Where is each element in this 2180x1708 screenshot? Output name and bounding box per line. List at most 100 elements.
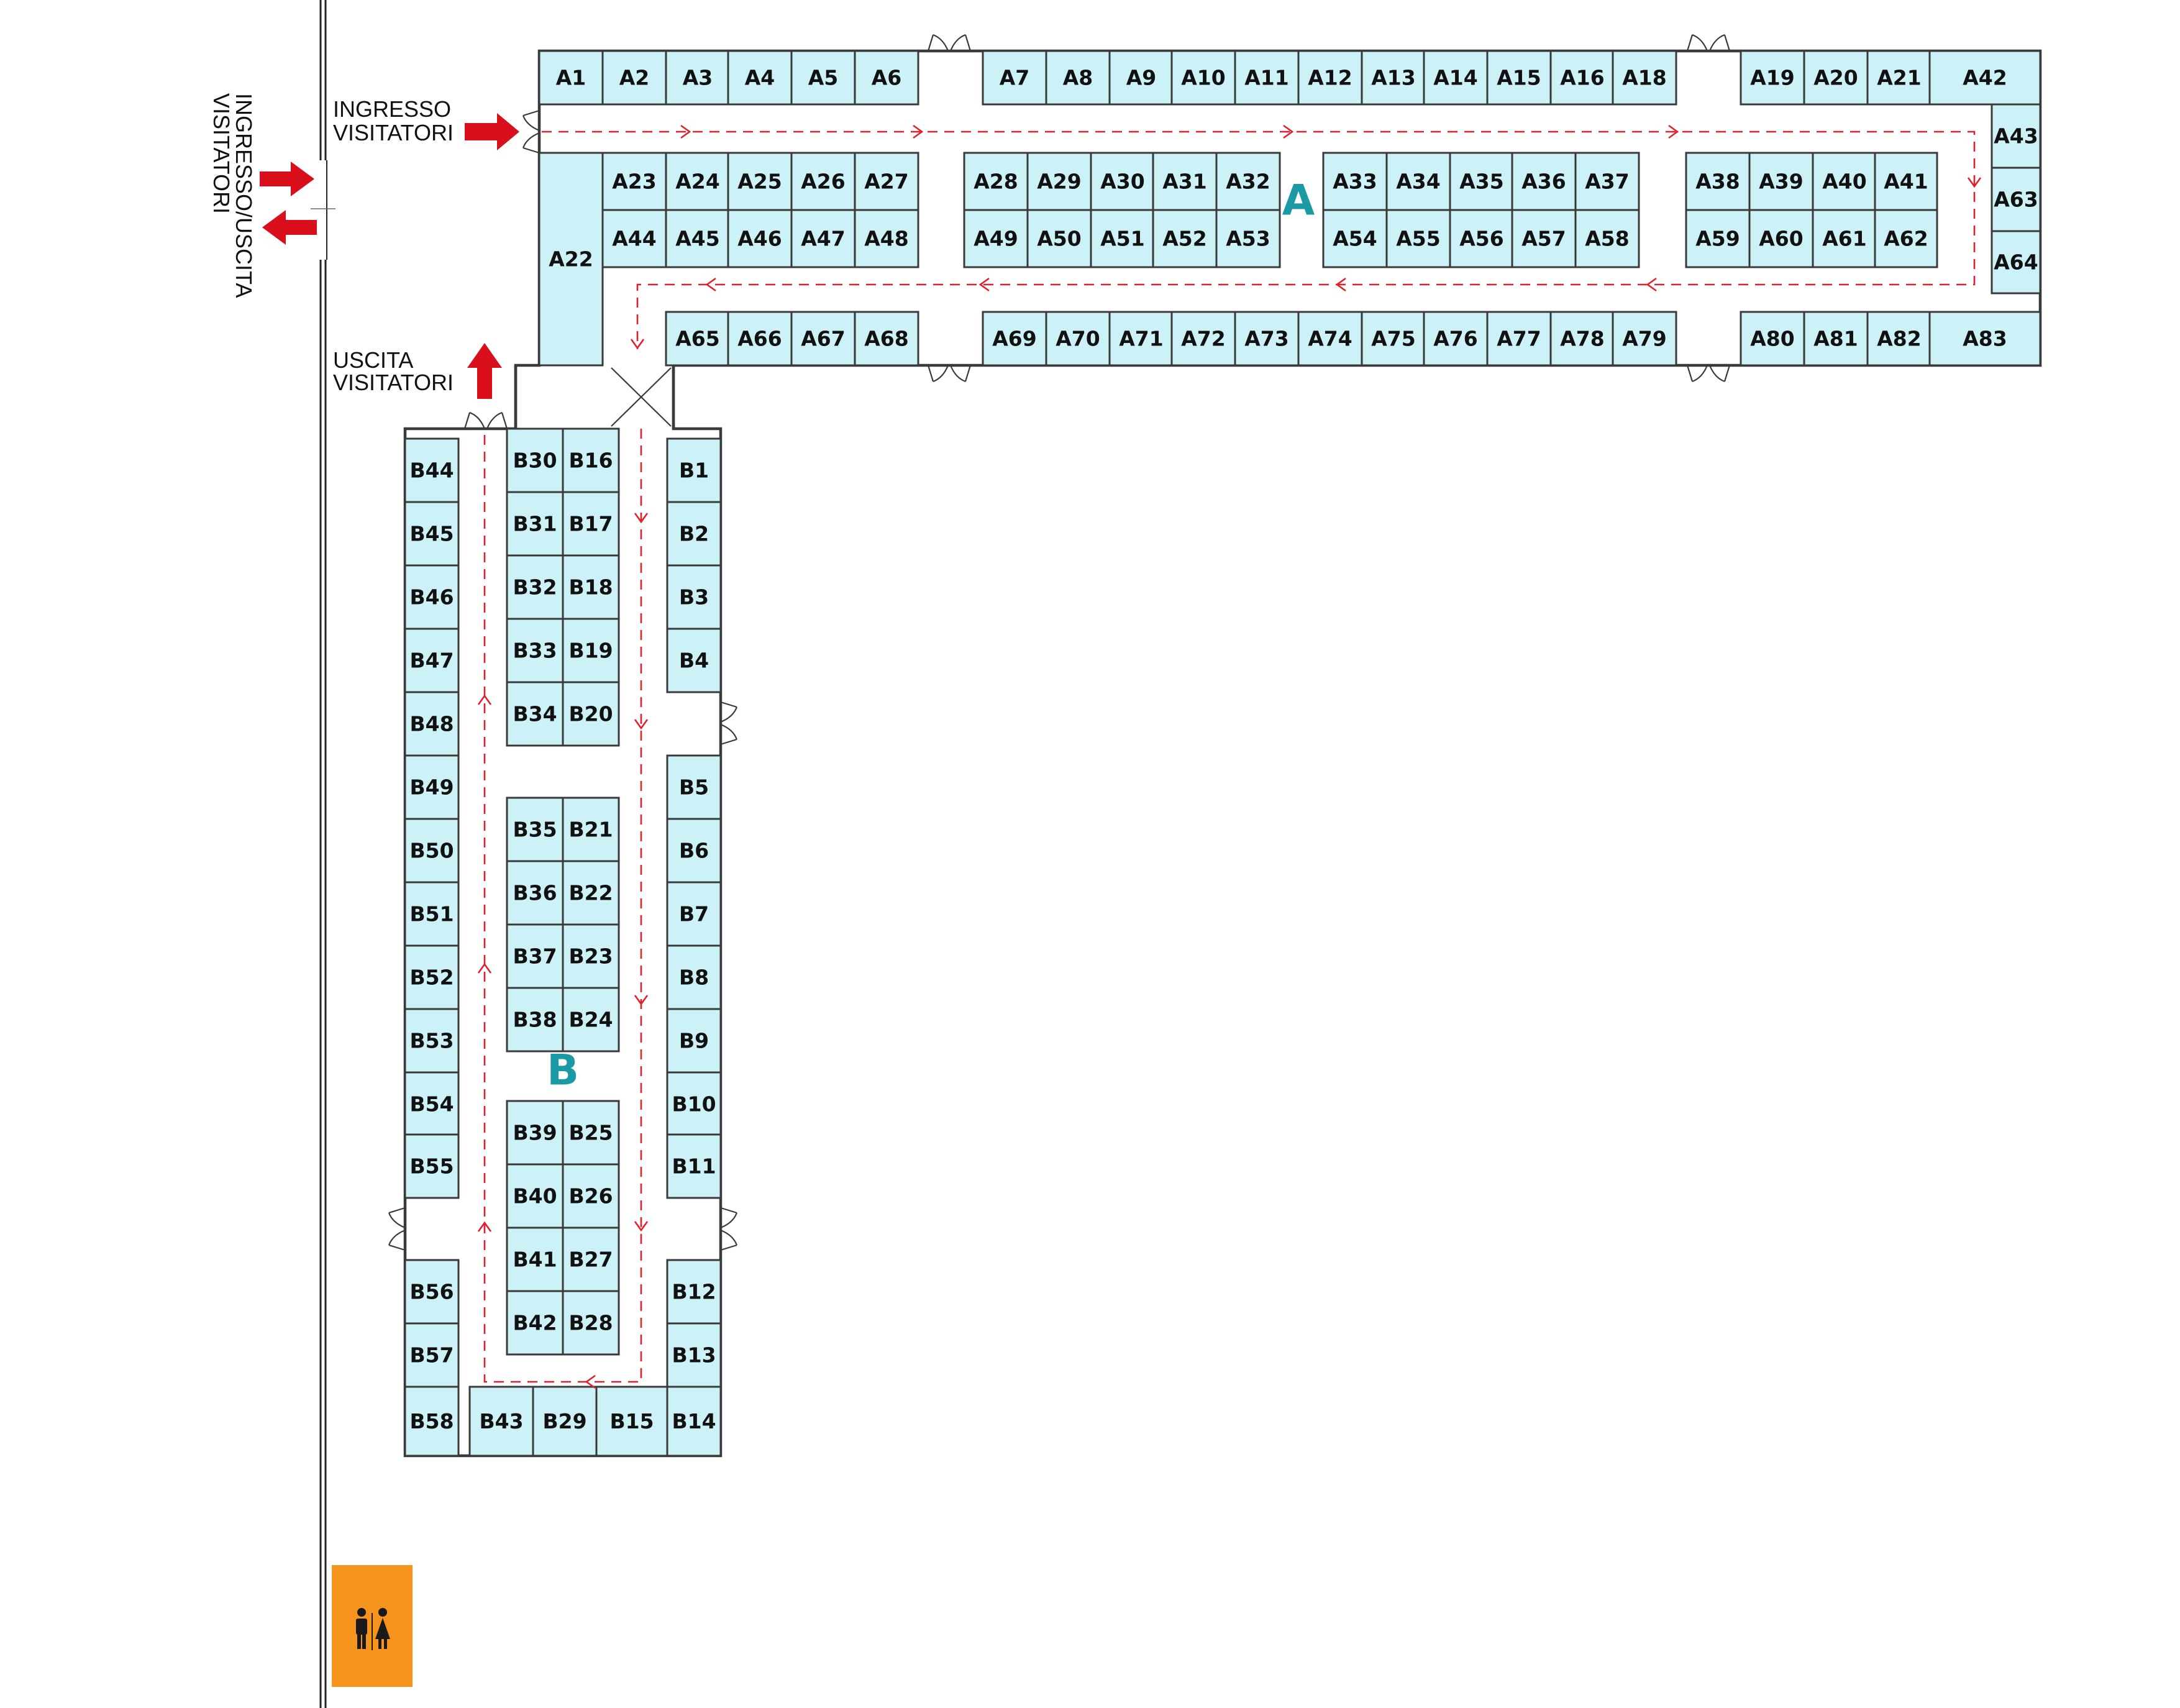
stand-b42[interactable]: B42 xyxy=(506,1290,564,1356)
stand-b7[interactable]: B7 xyxy=(666,881,722,947)
stand-b35[interactable]: B35 xyxy=(506,797,564,862)
stand-b50[interactable]: B50 xyxy=(404,818,460,884)
stand-b36[interactable]: B36 xyxy=(506,860,564,926)
stand-b53[interactable]: B53 xyxy=(404,1008,460,1074)
stand-a35[interactable]: A35 xyxy=(1449,152,1515,211)
stand-a13[interactable]: A13 xyxy=(1361,50,1426,106)
stand-b30[interactable]: B30 xyxy=(506,427,564,493)
stand-b28[interactable]: B28 xyxy=(562,1290,620,1356)
stand-a4[interactable]: A4 xyxy=(727,50,793,106)
stand-a78[interactable]: A78 xyxy=(1549,311,1615,367)
stand-a11[interactable]: A11 xyxy=(1234,50,1300,106)
stand-a61[interactable]: A61 xyxy=(1812,209,1877,268)
stand-a45[interactable]: A45 xyxy=(665,209,731,268)
stand-a65[interactable]: A65 xyxy=(665,311,731,367)
stand-a66[interactable]: A66 xyxy=(727,311,793,367)
stand-b8[interactable]: B8 xyxy=(666,944,722,1010)
stand-b44[interactable]: B44 xyxy=(404,437,460,503)
stand-a70[interactable]: A70 xyxy=(1045,311,1111,367)
stand-b21[interactable]: B21 xyxy=(562,797,620,862)
stand-a14[interactable]: A14 xyxy=(1423,50,1489,106)
stand-a58[interactable]: A58 xyxy=(1574,209,1640,268)
stand-b55[interactable]: B55 xyxy=(404,1133,460,1199)
stand-a33[interactable]: A33 xyxy=(1322,152,1388,211)
stand-a69[interactable]: A69 xyxy=(982,311,1047,367)
stand-a51[interactable]: A51 xyxy=(1090,209,1156,268)
stand-b12[interactable]: B12 xyxy=(666,1259,722,1325)
stand-a72[interactable]: A72 xyxy=(1170,311,1236,367)
stand-a83[interactable]: A83 xyxy=(1928,311,2041,367)
stand-b37[interactable]: B37 xyxy=(506,923,564,989)
stand-b17[interactable]: B17 xyxy=(562,491,620,557)
stand-a53[interactable]: A53 xyxy=(1215,209,1281,268)
stand-a76[interactable]: A76 xyxy=(1423,311,1489,367)
stand-b40[interactable]: B40 xyxy=(506,1163,564,1229)
stand-b27[interactable]: B27 xyxy=(562,1226,620,1292)
stand-b29[interactable]: B29 xyxy=(532,1386,598,1457)
stand-b4[interactable]: B4 xyxy=(666,628,722,693)
stand-a68[interactable]: A68 xyxy=(854,311,919,367)
stand-b1[interactable]: B1 xyxy=(666,437,722,503)
stand-a40[interactable]: A40 xyxy=(1812,152,1877,211)
stand-a2[interactable]: A2 xyxy=(601,50,667,106)
stand-a56[interactable]: A56 xyxy=(1449,209,1515,268)
stand-a46[interactable]: A46 xyxy=(727,209,793,268)
stand-a71[interactable]: A71 xyxy=(1108,311,1174,367)
stand-b10[interactable]: B10 xyxy=(666,1071,722,1137)
stand-a73[interactable]: A73 xyxy=(1234,311,1300,367)
stand-a52[interactable]: A52 xyxy=(1152,209,1218,268)
stand-b16[interactable]: B16 xyxy=(562,427,620,493)
stand-a38[interactable]: A38 xyxy=(1685,152,1751,211)
stand-b57[interactable]: B57 xyxy=(404,1322,460,1388)
stand-a28[interactable]: A28 xyxy=(963,152,1029,211)
stand-b9[interactable]: B9 xyxy=(666,1008,722,1074)
stand-b2[interactable]: B2 xyxy=(666,501,722,567)
stand-b33[interactable]: B33 xyxy=(506,618,564,683)
stand-b15[interactable]: B15 xyxy=(595,1386,668,1457)
stand-a1[interactable]: A1 xyxy=(538,50,604,106)
stand-a32[interactable]: A32 xyxy=(1215,152,1281,211)
stand-b11[interactable]: B11 xyxy=(666,1133,722,1199)
stand-a5[interactable]: A5 xyxy=(790,50,856,106)
stand-a43[interactable]: A43 xyxy=(1991,103,2041,169)
stand-a49[interactable]: A49 xyxy=(963,209,1029,268)
stand-a54[interactable]: A54 xyxy=(1322,209,1388,268)
stand-a81[interactable]: A81 xyxy=(1803,311,1869,367)
stand-a26[interactable]: A26 xyxy=(790,152,856,211)
stand-a75[interactable]: A75 xyxy=(1361,311,1426,367)
stand-a15[interactable]: A15 xyxy=(1486,50,1552,106)
stand-a6[interactable]: A6 xyxy=(854,50,919,106)
stand-a25[interactable]: A25 xyxy=(727,152,793,211)
stand-b39[interactable]: B39 xyxy=(506,1100,564,1166)
stand-b34[interactable]: B34 xyxy=(506,681,564,747)
stand-a74[interactable]: A74 xyxy=(1297,311,1363,367)
stand-a7[interactable]: A7 xyxy=(982,50,1047,106)
stand-a64[interactable]: A64 xyxy=(1991,230,2041,295)
stand-a19[interactable]: A19 xyxy=(1740,50,1805,106)
stand-a31[interactable]: A31 xyxy=(1152,152,1218,211)
stand-b52[interactable]: B52 xyxy=(404,944,460,1010)
stand-a8[interactable]: A8 xyxy=(1045,50,1111,106)
stand-a48[interactable]: A48 xyxy=(854,209,919,268)
stand-a29[interactable]: A29 xyxy=(1026,152,1092,211)
stand-b3[interactable]: B3 xyxy=(666,564,722,630)
stand-b51[interactable]: B51 xyxy=(404,881,460,947)
stand-a10[interactable]: A10 xyxy=(1170,50,1236,106)
stand-a82[interactable]: A82 xyxy=(1866,311,1932,367)
stand-b20[interactable]: B20 xyxy=(562,681,620,747)
stand-a9[interactable]: A9 xyxy=(1108,50,1174,106)
stand-b48[interactable]: B48 xyxy=(404,691,460,757)
stand-a77[interactable]: A77 xyxy=(1486,311,1552,367)
stand-a18[interactable]: A18 xyxy=(1612,50,1677,106)
stand-b32[interactable]: B32 xyxy=(506,554,564,620)
stand-b18[interactable]: B18 xyxy=(562,554,620,620)
stand-b24[interactable]: B24 xyxy=(562,987,620,1053)
stand-a36[interactable]: A36 xyxy=(1511,152,1577,211)
stand-b22[interactable]: B22 xyxy=(562,860,620,926)
stand-a30[interactable]: A30 xyxy=(1090,152,1156,211)
stand-a47[interactable]: A47 xyxy=(790,209,856,268)
stand-b25[interactable]: B25 xyxy=(562,1100,620,1166)
stand-b54[interactable]: B54 xyxy=(404,1071,460,1137)
stand-a60[interactable]: A60 xyxy=(1748,209,1814,268)
stand-b13[interactable]: B13 xyxy=(666,1322,722,1388)
